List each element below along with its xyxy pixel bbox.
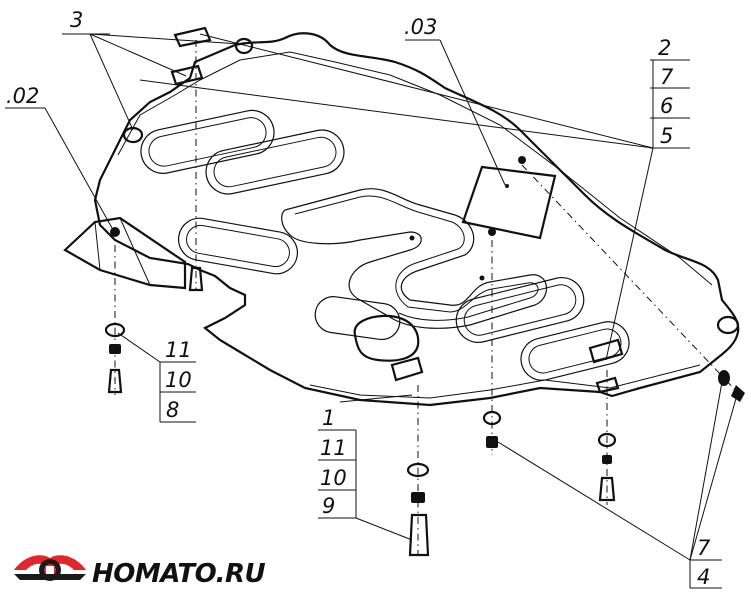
callout-1: 1 (322, 406, 335, 430)
nut-c2 (411, 492, 425, 503)
callout-5: 5 (660, 124, 673, 148)
callout-2: 2 (658, 36, 671, 60)
bolt-fr (731, 385, 745, 402)
callout-11a: 11 (165, 338, 192, 362)
callout-7a: 7 (660, 65, 674, 89)
rib-6-inner (528, 328, 622, 374)
callout-10b: 10 (320, 466, 347, 490)
rib-1 (140, 109, 275, 174)
hole-small-2 (479, 275, 485, 281)
rib-center-serpentine (281, 188, 548, 329)
bolt-c (408, 513, 430, 557)
access-hatch (461, 165, 557, 240)
callout-9: 9 (322, 494, 335, 518)
clip-4 (588, 338, 624, 364)
rib-7 (314, 296, 401, 341)
bolt-bracket (188, 266, 204, 292)
nut-r (602, 455, 612, 464)
callout-6: 6 (660, 94, 673, 118)
plate-flange (117, 51, 713, 286)
washer-fr (718, 370, 730, 386)
callout-03: .03 (404, 15, 437, 39)
callout-8: 8 (166, 398, 179, 422)
callout-02: .02 (6, 84, 39, 108)
rib-5-inner (463, 284, 577, 336)
logo-emblem-icon (14, 555, 86, 581)
rib-2-inner (213, 136, 337, 188)
leaders (5, 33, 738, 589)
clip-5 (595, 376, 620, 394)
plate-holes (110, 37, 740, 335)
hole-small-1 (409, 235, 415, 241)
left-bracket (63, 216, 187, 290)
plate-front-edge (309, 364, 701, 399)
nut-b (488, 228, 496, 236)
washer-rc (482, 410, 502, 426)
rib-5 (455, 276, 585, 344)
bolt-l (107, 368, 123, 394)
callout-7b: 7 (697, 536, 711, 560)
nut-a (518, 156, 526, 164)
clips (170, 26, 624, 394)
rib-3-inner (186, 224, 290, 268)
ribs (140, 109, 630, 381)
rib-2 (205, 129, 345, 195)
rib-3 (177, 217, 299, 275)
washer-l (104, 322, 126, 338)
skid-plate (93, 32, 740, 407)
nut-c (110, 227, 120, 237)
hole-1 (122, 126, 144, 144)
rib-6 (520, 321, 630, 381)
plate-outline (93, 32, 740, 407)
rib-1-inner (148, 117, 267, 167)
callout-labels: 3 .02 .03 2 7 6 5 11 10 8 1 11 10 9 7 4 (6, 8, 711, 589)
hole-3 (716, 315, 740, 335)
hole-2 (234, 37, 254, 55)
center-lines (114, 40, 741, 555)
drain-cover (353, 314, 420, 362)
hole-small-3 (505, 184, 509, 188)
washer-c (406, 462, 430, 478)
clip-2 (170, 64, 204, 86)
bolt-r (598, 476, 616, 502)
callout-4: 4 (697, 565, 710, 589)
nut-l (109, 344, 121, 354)
callout-11b: 11 (320, 436, 347, 460)
clip-3 (390, 356, 424, 382)
brand-name: HOMATO.RU (92, 559, 266, 589)
clip-1 (173, 26, 212, 48)
brand-logo: HOMATO.RU (14, 555, 266, 589)
callout-10a: 10 (165, 368, 192, 392)
fasteners (104, 266, 745, 557)
washer-r (597, 432, 617, 448)
callout-3: 3 (70, 8, 83, 32)
rib-center-inner (294, 195, 539, 321)
nut-rc (486, 436, 498, 448)
